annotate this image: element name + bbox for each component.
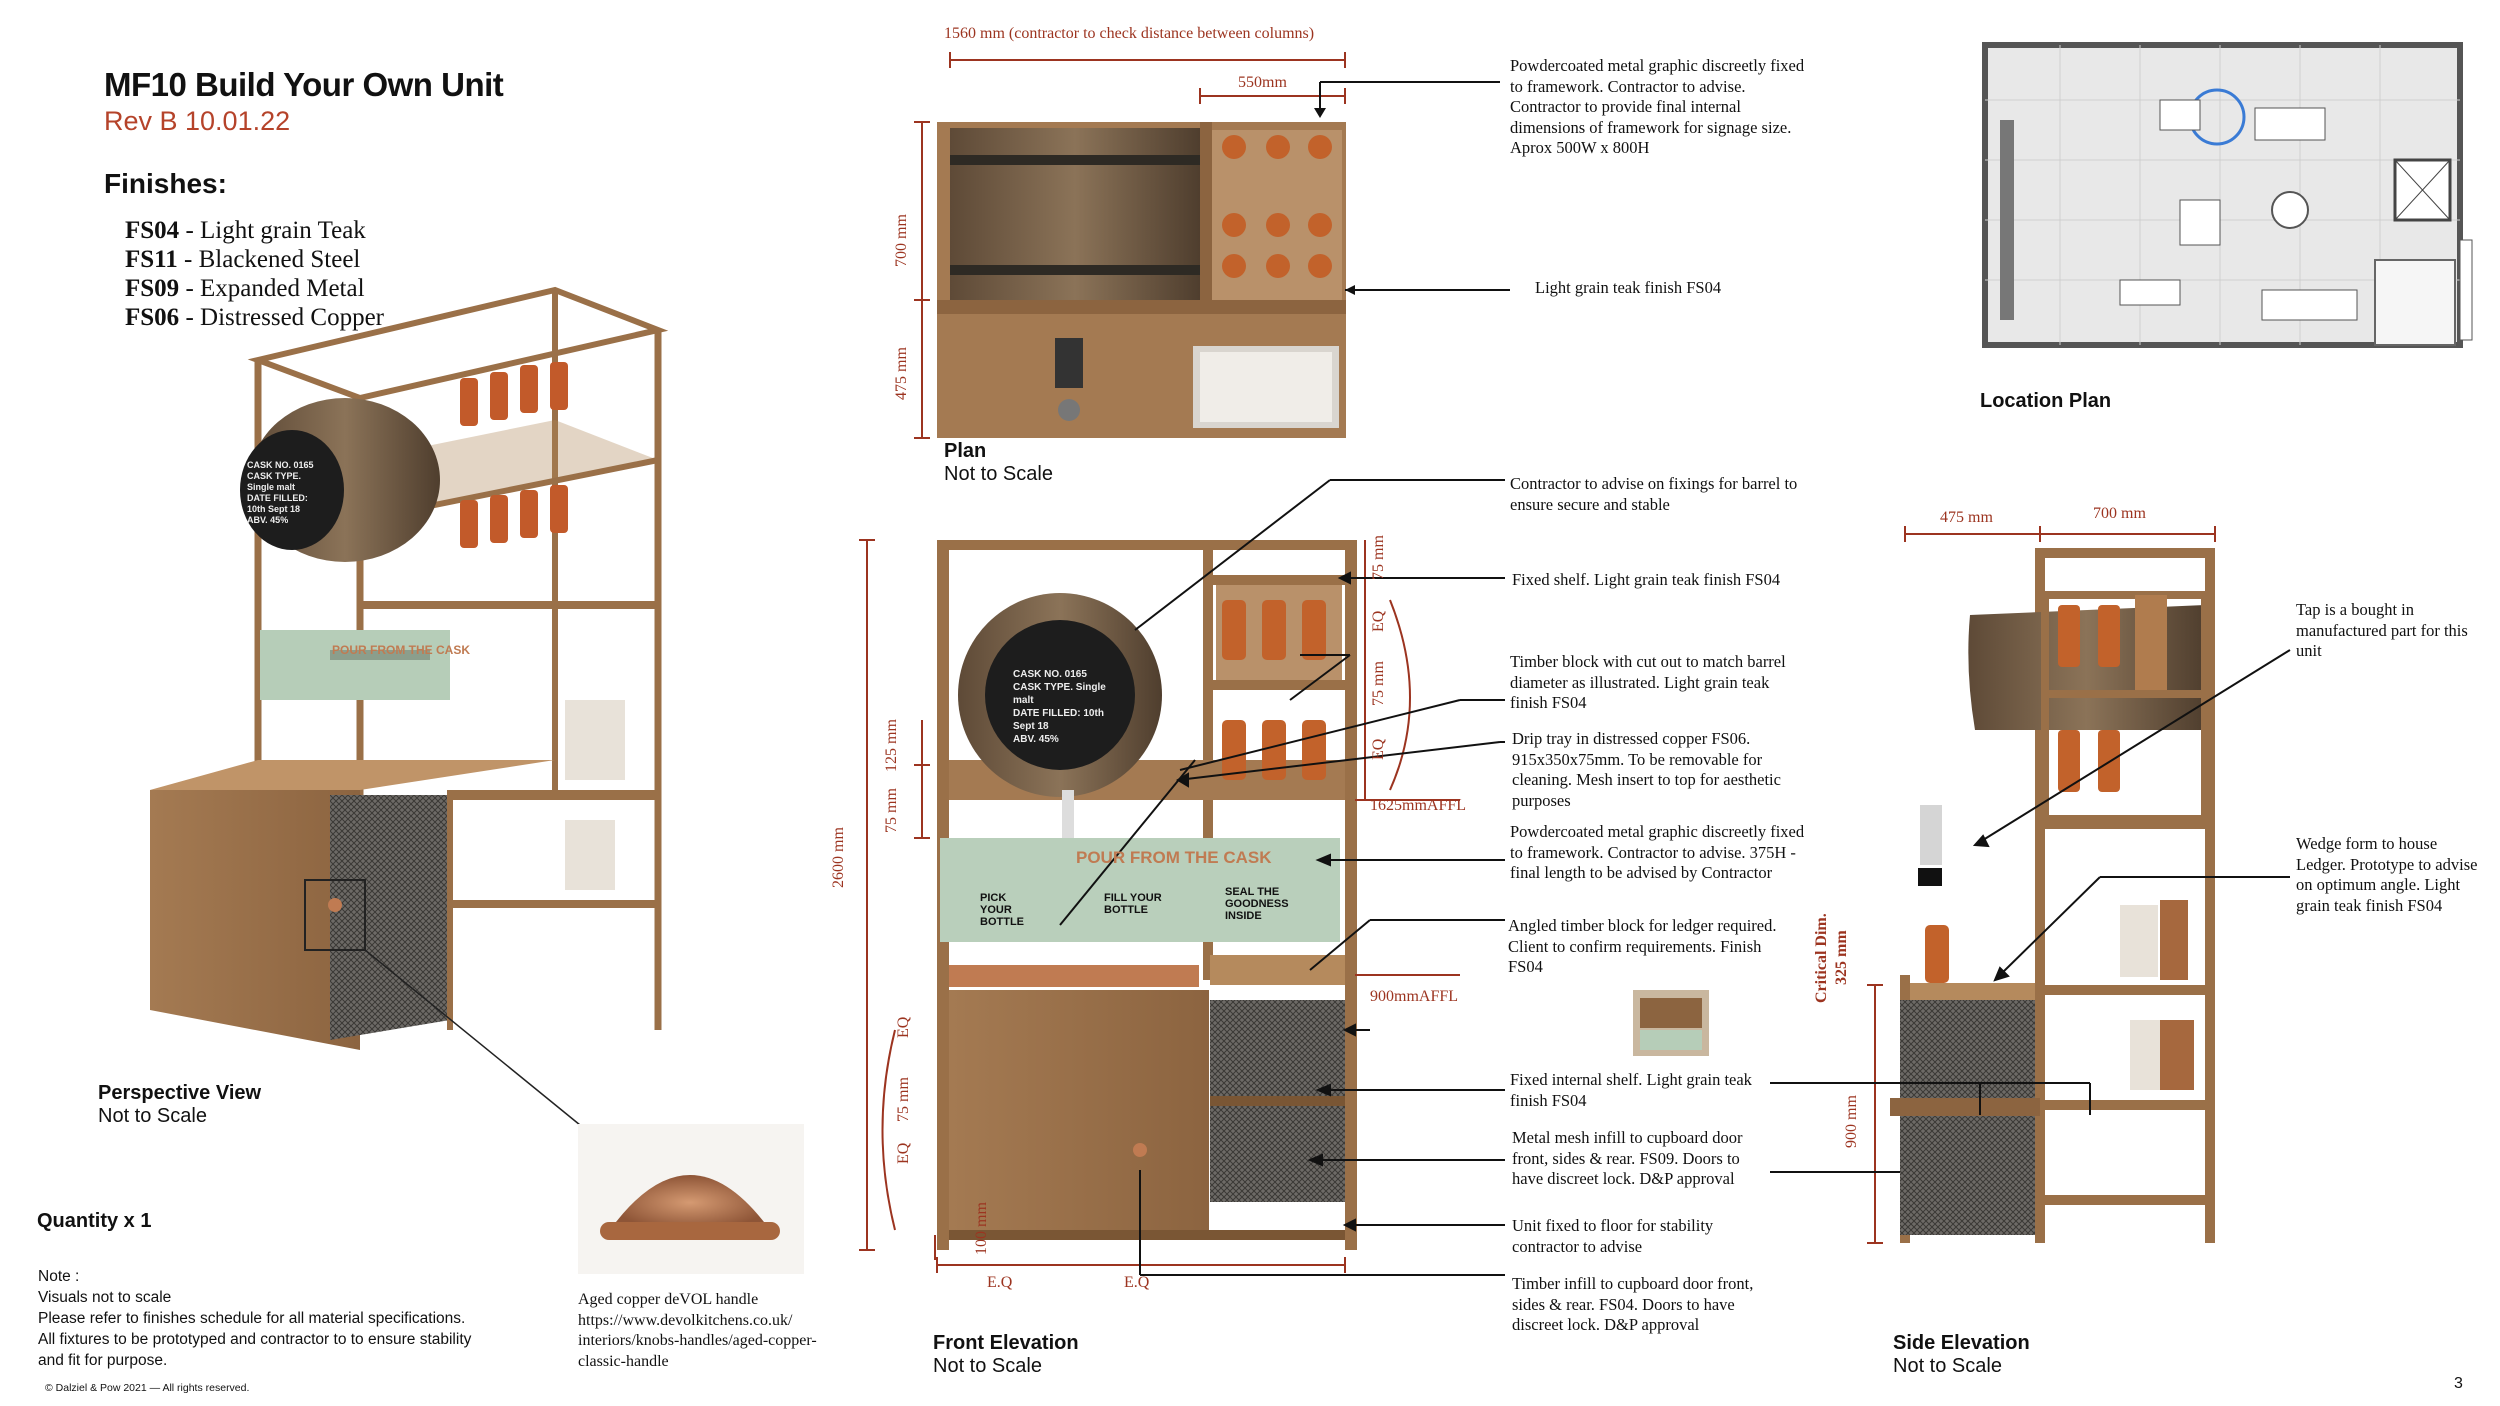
dim-front-75-mid: 75 mm xyxy=(1370,661,1387,706)
finishes-list: FS04 - Light grain Teak FS11 - Blackened… xyxy=(125,216,384,332)
dim-front-eq: EQ xyxy=(1370,738,1387,760)
graphic-headline-front: POUR FROM THE CASK xyxy=(1076,848,1272,867)
annotation-front-graphic: Powdercoated metal graphic discreetly fi… xyxy=(1510,822,1805,882)
plan-view-label: Plan Not to Scale xyxy=(944,440,1053,485)
dim-front-75: 75 mm xyxy=(883,788,900,833)
graphic-step: PICK YOUR BOTTLE xyxy=(980,892,1024,928)
dim-side-700: 700 mm xyxy=(2093,505,2146,522)
finish-item: FS04 - Light grain Teak xyxy=(125,217,366,244)
annotation-timber-infill: Timber infill to cupboard door front, si… xyxy=(1512,1274,1754,1334)
side-elevation-label: Side Elevation Not to Scale xyxy=(1893,1332,2030,1377)
dim-side-critical: Critical Dim. xyxy=(1813,913,1830,1003)
finish-item: FS06 - Distressed Copper xyxy=(125,304,385,331)
dim-plan-width: 1560 mm (contractor to check distance be… xyxy=(944,25,1315,42)
front-elevation-label: Front Elevation Not to Scale xyxy=(933,1332,1079,1377)
annotation-plan-graphic: Powdercoated metal graphic discreetly fi… xyxy=(1510,56,1805,157)
finishes-heading: Finishes: xyxy=(104,168,227,199)
dim-front-eq-h: E.Q xyxy=(987,1274,1013,1291)
perspective-view-label: Perspective View Not to Scale xyxy=(98,1082,262,1127)
side-elevation-drawing xyxy=(1890,548,2215,1243)
dim-plan-700: 700 mm xyxy=(893,214,910,267)
dim-front-100: 100 mm xyxy=(973,1202,990,1255)
dim-side-325: 325 mm xyxy=(1833,930,1850,985)
page-title: MF10 Build Your Own Unit xyxy=(104,66,504,103)
notes-block: Note : Visuals not to scale Please refer… xyxy=(38,1268,472,1369)
copyright: © Dalziel & Pow 2021 — All rights reserv… xyxy=(45,1382,250,1394)
graphic-step: FILL YOUR BOTTLE xyxy=(1104,892,1162,916)
dim-front-eq: EQ xyxy=(895,1142,912,1164)
annotation-plan-teak: Light grain teak finish FS04 xyxy=(1535,278,1722,297)
plan-drawing xyxy=(937,122,1346,438)
annotation-fixed-shelf: Fixed shelf. Light grain teak finish FS0… xyxy=(1512,570,1781,589)
annotation-internal-shelf: Fixed internal shelf. Light grain teak f… xyxy=(1510,1070,1752,1110)
dim-front-eq: EQ xyxy=(1370,610,1387,632)
page-number: 3 xyxy=(2454,1375,2463,1392)
graphic-step: SEAL THE GOODNESS INSIDE xyxy=(1225,886,1289,922)
dim-front-eq: EQ xyxy=(895,1016,912,1038)
perspective-illustration xyxy=(150,286,669,1050)
location-plan-label: Location Plan xyxy=(1980,390,2112,412)
dim-front-1625: 1625mmAFFL xyxy=(1370,797,1467,814)
quantity-label: Quantity x 1 xyxy=(37,1210,152,1232)
handle-caption: Aged copper deVOL handle https://www.dev… xyxy=(578,1291,817,1370)
annotation-wedge: Wedge form to house Ledger. Prototype to… xyxy=(2296,834,2478,915)
location-plan-drawing xyxy=(1982,42,2473,348)
dim-plan-475: 475 mm xyxy=(893,347,910,400)
annotation-tap: Tap is a bought in manufactured part for… xyxy=(2296,600,2468,660)
front-elevation-drawing xyxy=(937,540,1357,1250)
dim-front-2600: 2600 mm xyxy=(830,827,847,888)
dim-front-75-top: 75 mm xyxy=(1370,535,1387,580)
annotation-drip-tray: Drip tray in distressed copper FS06. 915… xyxy=(1512,729,1781,810)
dim-plan-550: 550mm xyxy=(1238,74,1287,91)
graphic-headline-perspective: POUR FROM THE CASK xyxy=(332,643,470,657)
dim-front-125: 125 mm xyxy=(883,719,900,772)
annotation-floor-fix: Unit fixed to floor for stability contra… xyxy=(1512,1216,1714,1256)
annotation-angled-block: Angled timber block for ledger required.… xyxy=(1508,916,1777,976)
annotation-timber-block: Timber block with cut out to match barre… xyxy=(1510,652,1786,712)
dim-side-900: 900 mm xyxy=(1843,1095,1860,1148)
revision-label: Rev B 10.01.22 xyxy=(104,106,291,136)
dim-front-900: 900mmAFFL xyxy=(1370,988,1459,1005)
annotation-barrel-fix: Contractor to advise on fixings for barr… xyxy=(1510,474,1798,514)
dim-side-475: 475 mm xyxy=(1940,509,1993,526)
dim-front-eq-h: E.Q xyxy=(1124,1274,1150,1291)
dim-front-75-low: 75 mm xyxy=(895,1077,912,1122)
finish-item: FS09 - Expanded Metal xyxy=(125,275,365,302)
finish-item: FS11 - Blackened Steel xyxy=(125,246,361,273)
annotation-mesh-infill: Metal mesh infill to cupboard door front… xyxy=(1512,1128,1743,1188)
